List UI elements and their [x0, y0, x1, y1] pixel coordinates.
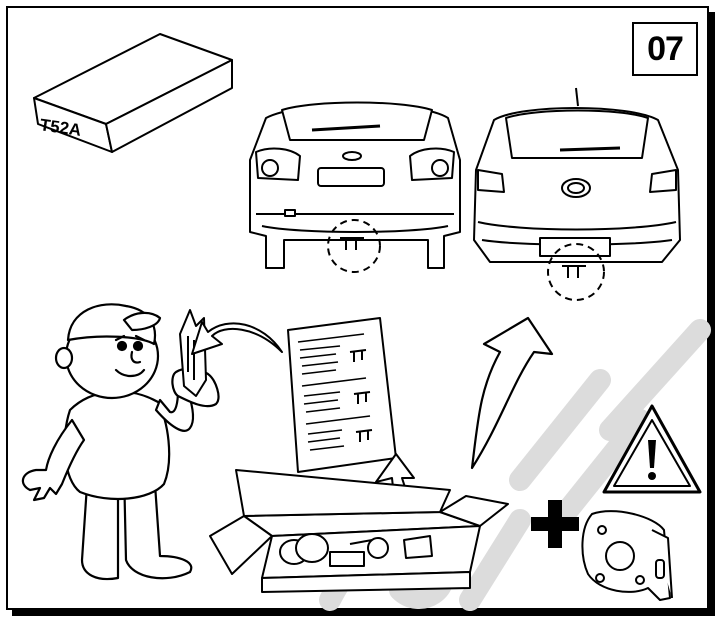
bracket-plate-icon [582, 511, 672, 600]
parts-box [210, 470, 508, 592]
hitch-icon-right [562, 266, 586, 278]
instruction-document [288, 318, 396, 472]
car-rear-right [474, 88, 680, 262]
arrow-to-mechanic [192, 322, 282, 354]
